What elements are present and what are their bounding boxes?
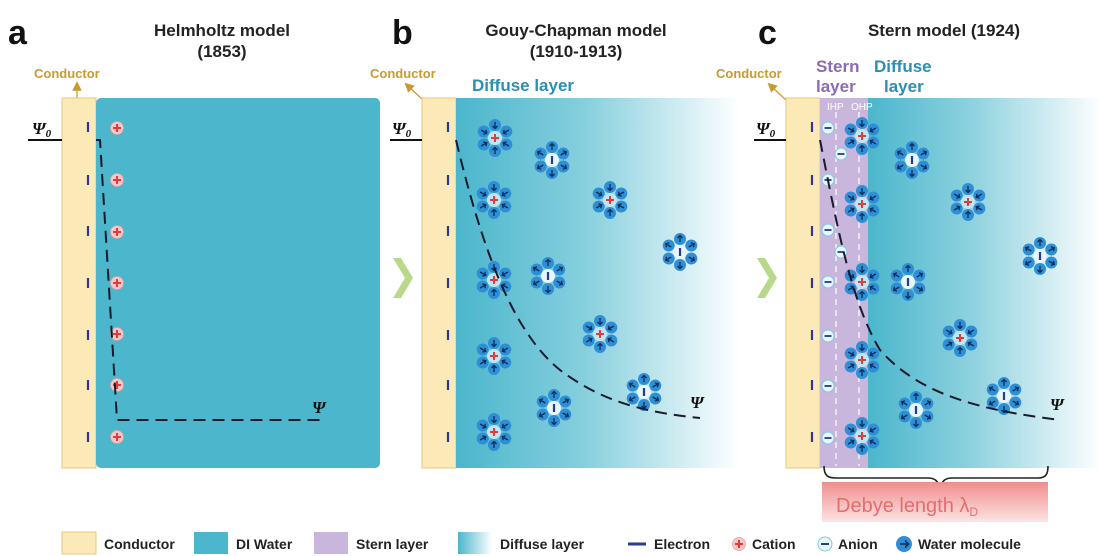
arrow-b-to-c [757, 258, 777, 298]
legend-conductor-swatch [61, 531, 97, 555]
panel-c-debye-band [822, 482, 1048, 522]
panel-c-stern-label-1: Stern [816, 57, 859, 76]
panel-a-year: (1853) [197, 42, 246, 61]
panel-c-conductor-arrow [767, 82, 787, 101]
legend-di-water-label: DI Water [236, 536, 293, 552]
panel-a-di-water [96, 98, 380, 468]
panel-b-gouy-chapman: b Gouy-Chapman model (1910-1913) Conduct… [370, 14, 740, 469]
panel-b-letter: b [392, 14, 413, 52]
panel-c-conductor [785, 97, 821, 469]
panel-b-year: (1910-1913) [530, 42, 623, 61]
legend-cation-icon [731, 536, 747, 552]
panel-c-conductor-label: Conductor [716, 66, 782, 81]
legend: Conductor DI Water Stern layer Diffuse l… [61, 531, 1021, 555]
legend-anion-icon [817, 536, 833, 552]
panel-b-psi: Ψ [690, 393, 705, 412]
legend-conductor-label: Conductor [104, 536, 175, 552]
legend-water-molecule-icon [896, 536, 912, 552]
panel-b-conductor-label: Conductor [370, 66, 436, 81]
panel-a-potential-curve [96, 139, 322, 421]
legend-stern-swatch [314, 532, 348, 554]
arrow-a-to-b [393, 258, 413, 298]
panel-c-psi0: Ψ0 [756, 119, 776, 140]
panel-a-conductor [61, 97, 97, 469]
legend-anion-label: Anion [838, 536, 878, 552]
panel-b-psi0: Ψ0 [392, 119, 412, 140]
panel-c-diffuse-label-2: layer [884, 77, 924, 96]
legend-water-molecule-label: Water molecule [918, 536, 1021, 552]
panel-b-diffuse-label: Diffuse layer [472, 76, 574, 95]
panel-c-title: Stern model (1924) [868, 21, 1020, 40]
panel-b-conductor-arrow [404, 82, 424, 101]
legend-di-water-swatch [194, 532, 228, 554]
panel-a-helmholtz: a Helmholtz model (1853) Conductor Ψ0 Ψ [8, 14, 380, 469]
panel-b-conductor [421, 97, 457, 469]
panel-b-potential-curve [455, 139, 701, 419]
legend-diffuse-swatch [458, 532, 492, 554]
panel-a-title: Helmholtz model [154, 21, 290, 40]
panel-c-letter: c [758, 14, 777, 52]
panel-c-ohp-label: OHP [851, 102, 873, 113]
panel-c-diffuse-label-1: Diffuse [874, 57, 932, 76]
legend-electron-label: Electron [654, 536, 710, 552]
legend-diffuse-label: Diffuse layer [500, 536, 585, 552]
panel-a-psi0: Ψ0 [32, 119, 52, 140]
panel-a-letter: a [8, 14, 28, 52]
panel-a-conductor-label: Conductor [34, 66, 100, 81]
panel-c-psi: Ψ [1050, 395, 1065, 414]
panel-c-stern-label-2: layer [816, 77, 856, 96]
panel-c-debye-label: Debye length λD [836, 495, 978, 519]
panel-c-stern: c Stern model (1924) Conductor Stern lay… [716, 14, 1099, 522]
panel-c-ihp-label: IHP [827, 102, 844, 113]
legend-stern-label: Stern layer [356, 536, 429, 552]
legend-cation-label: Cation [752, 536, 796, 552]
panel-c-potential-curve [819, 139, 1061, 421]
panel-a-psi: Ψ [312, 398, 327, 417]
panel-b-title: Gouy-Chapman model [485, 21, 666, 40]
